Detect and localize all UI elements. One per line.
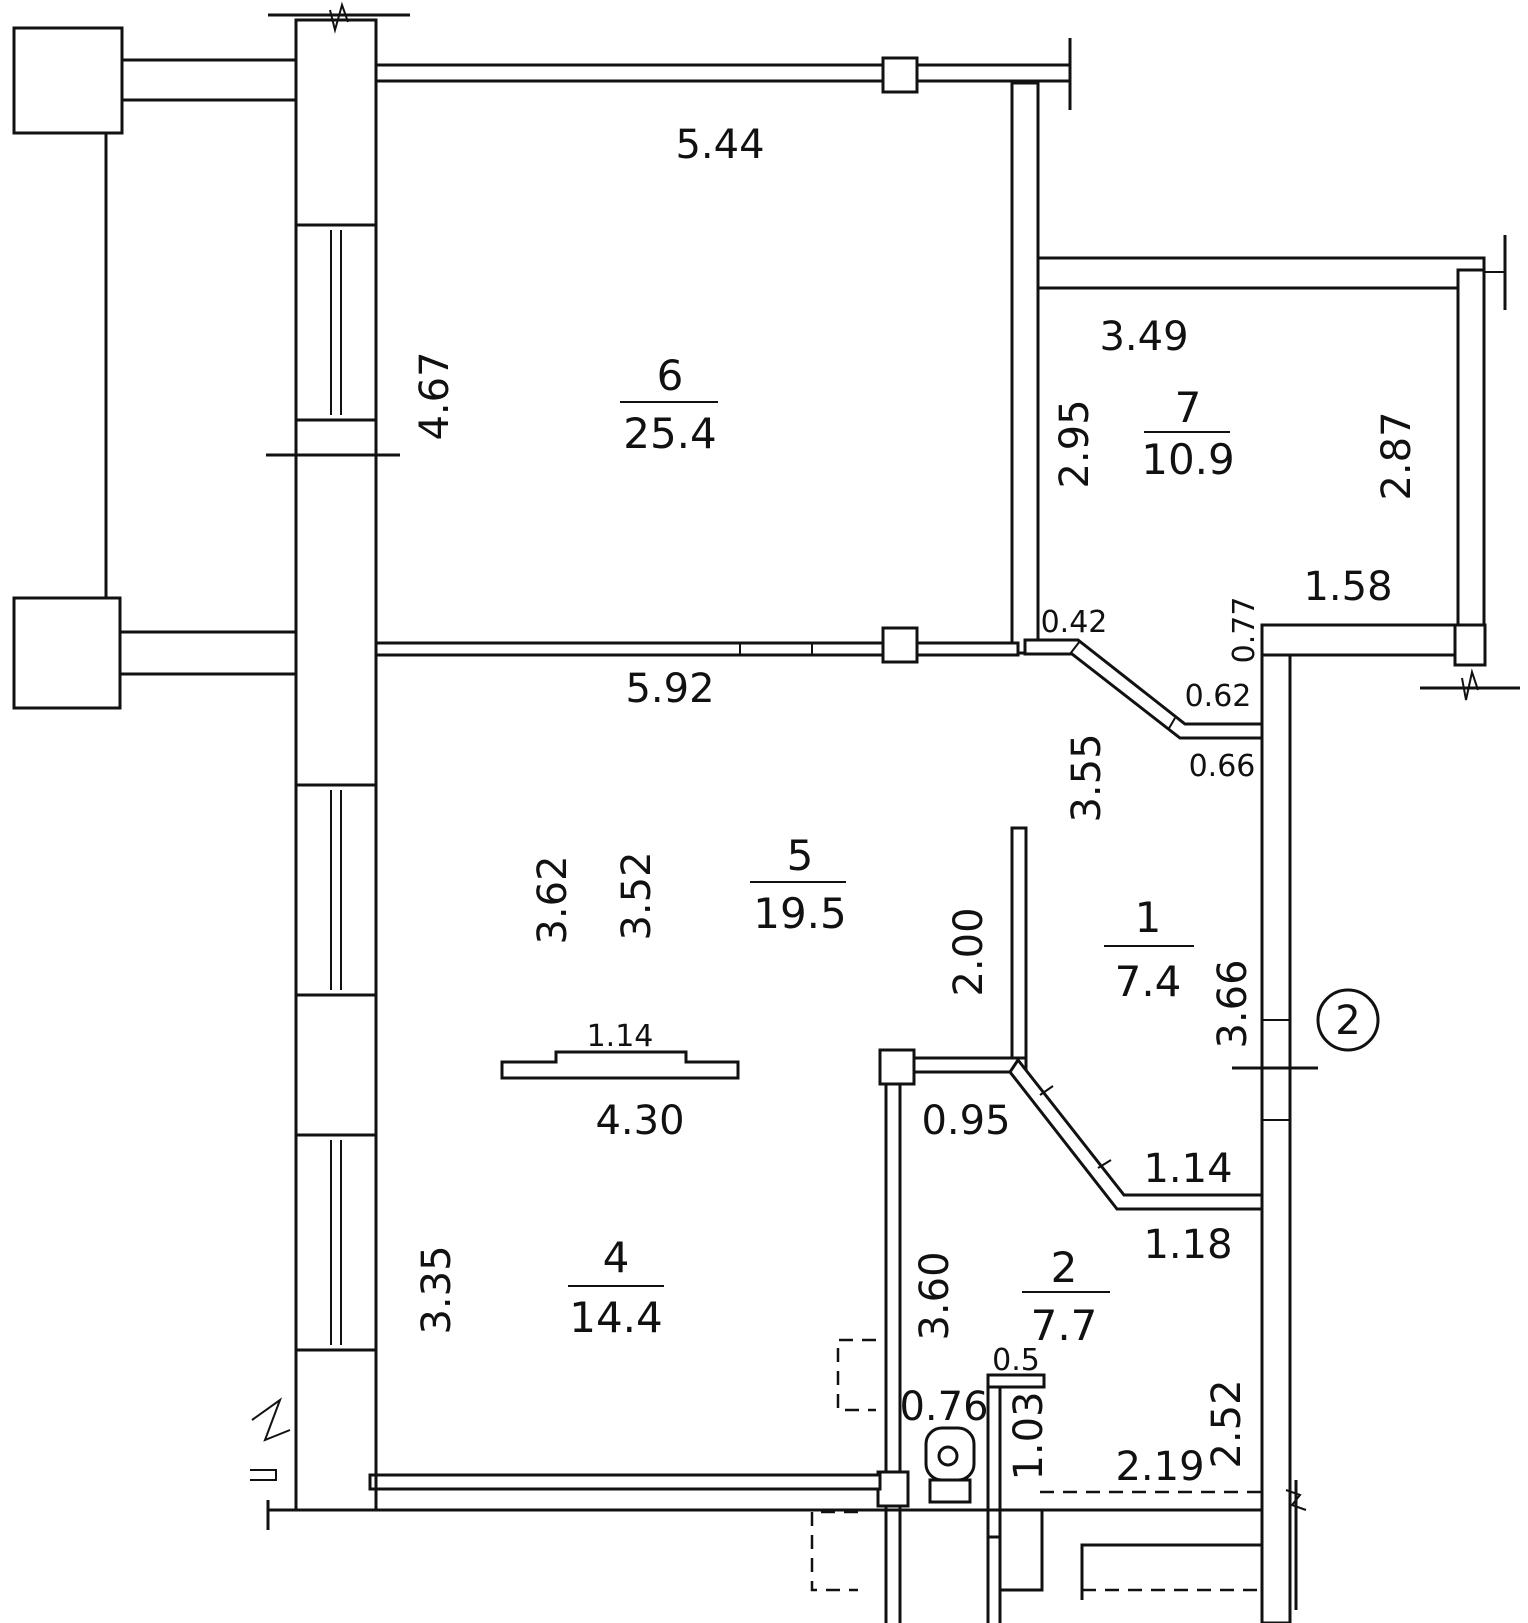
bathroom-walls — [836, 1082, 1262, 1623]
room-number: 7 — [1175, 383, 1202, 432]
dim-5-44: 5.44 — [675, 122, 764, 168]
dim-3-60: 3.60 — [912, 1251, 958, 1340]
dim-2-00: 2.00 — [946, 907, 992, 996]
dim-1-14-ledge: 1.14 — [587, 1019, 654, 1054]
east-corridor-wall — [1232, 653, 1318, 1623]
dim-3-55: 3.55 — [1064, 733, 1110, 822]
room-4-label: 4 14.4 — [568, 1233, 664, 1342]
vertical-dimension-labels: 4.67 2.95 2.87 0.77 3.55 3.62 3.52 2.00 … — [412, 351, 1420, 1480]
room-number: 6 — [657, 351, 684, 400]
dim-3-35: 3.35 — [414, 1245, 460, 1334]
dim-2-95: 2.95 — [1052, 399, 1098, 488]
room-area: 19.5 — [753, 889, 847, 938]
dim-3-49: 3.49 — [1099, 314, 1188, 360]
dim-0-5: 0.5 — [992, 1343, 1040, 1378]
room-area: 7.4 — [1115, 957, 1182, 1006]
dim-3-62: 3.62 — [530, 855, 576, 944]
dim-2-52: 2.52 — [1204, 1379, 1250, 1468]
room-number: 1 — [1135, 893, 1162, 942]
dim-2-87: 2.87 — [1374, 411, 1420, 500]
axis-marker: 2 — [1316, 988, 1380, 1052]
dim-1-03: 1.03 — [1006, 1391, 1052, 1480]
room-number: 2 — [1051, 1243, 1078, 1292]
room-area: 10.9 — [1141, 435, 1235, 484]
dim-0-42: 0.42 — [1041, 605, 1108, 640]
west-exterior-wall — [266, 1, 410, 1512]
balcony-structures — [12, 26, 298, 710]
ledge — [500, 1050, 740, 1080]
room-number: 5 — [787, 831, 814, 880]
axis-marker-label: 2 — [1335, 998, 1360, 1044]
dim-0-77: 0.77 — [1227, 597, 1262, 664]
room-area: 7.7 — [1031, 1301, 1098, 1350]
room-area: 25.4 — [623, 409, 717, 458]
dim-0-62: 0.62 — [1185, 679, 1252, 714]
room-area: 14.4 — [569, 1293, 663, 1342]
room-6-label: 6 25.4 — [620, 351, 718, 458]
south-wall — [250, 1350, 1262, 1600]
dim-4-67: 4.67 — [412, 351, 458, 440]
dim-5-92: 5.92 — [625, 666, 714, 712]
dim-0-76: 0.76 — [899, 1384, 988, 1430]
dim-4-30: 4.30 — [595, 1098, 684, 1144]
partition-6-7 — [1010, 81, 1507, 655]
room-number: 4 — [603, 1233, 630, 1282]
dim-3-52: 3.52 — [614, 851, 660, 940]
north-wall — [374, 38, 1072, 110]
room-5-label: 5 19.5 — [750, 831, 847, 938]
dimension-labels: 5.44 3.49 1.58 0.42 0.62 0.66 5.92 1.14 … — [587, 122, 1393, 1490]
room-7-label: 7 10.9 — [1141, 383, 1235, 484]
dim-2-19: 2.19 — [1115, 1444, 1204, 1490]
dim-1-58: 1.58 — [1303, 564, 1392, 610]
partition-6-5 — [374, 626, 1020, 664]
room-7-diagonal-wall — [1023, 623, 1520, 740]
dim-3-66: 3.66 — [1210, 959, 1256, 1048]
room-1-label: 1 7.4 — [1104, 893, 1194, 1006]
dim-1-18: 1.18 — [1143, 1222, 1232, 1268]
room-2-label: 2 7.7 — [1022, 1243, 1110, 1350]
dim-0-66: 0.66 — [1189, 749, 1256, 784]
dim-0-95: 0.95 — [921, 1098, 1010, 1144]
dim-1-14-wall: 1.14 — [1143, 1146, 1232, 1192]
